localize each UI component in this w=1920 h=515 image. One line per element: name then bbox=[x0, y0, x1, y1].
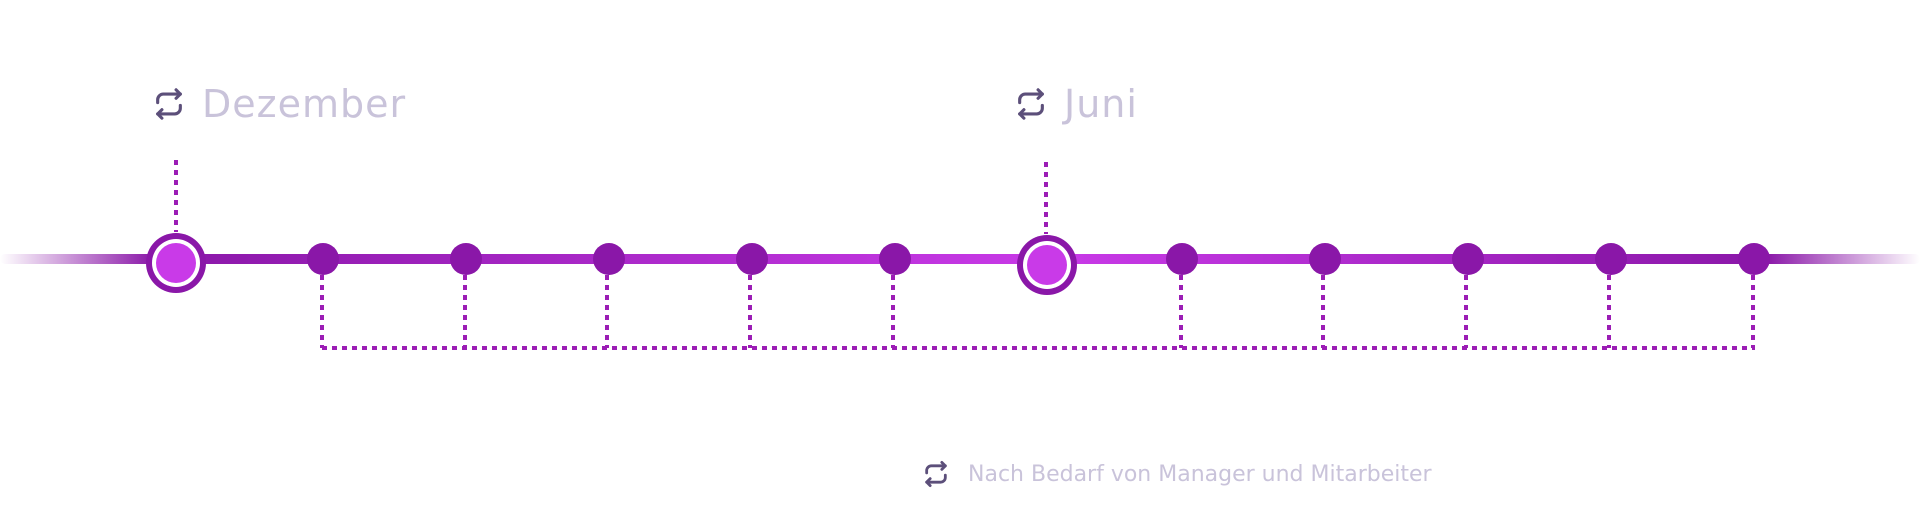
milestone-december bbox=[146, 233, 206, 293]
milestone-dot bbox=[879, 243, 911, 275]
repeat-arrows-icon bbox=[156, 88, 182, 120]
milestone-dot bbox=[450, 243, 482, 275]
milestone-dot bbox=[736, 243, 768, 275]
repeat-arrows-icon bbox=[925, 460, 947, 488]
milestone-dot bbox=[1595, 243, 1627, 275]
on-demand-note-text: Nach Bedarf von Manager und Mitarbeiter bbox=[968, 461, 1432, 487]
milestone-dot bbox=[1452, 243, 1484, 275]
on-demand-note: Nach Bedarf von Manager und Mitarbeiter bbox=[922, 460, 1432, 488]
milestone-dot bbox=[593, 243, 625, 275]
june-text: Juni bbox=[1064, 82, 1138, 126]
timeline-axis bbox=[0, 254, 1920, 264]
june-label: Juni bbox=[1014, 82, 1138, 126]
milestone-june bbox=[1017, 235, 1077, 295]
repeat-arrows-icon bbox=[1018, 88, 1044, 120]
milestone-dot bbox=[1166, 243, 1198, 275]
december-text: Dezember bbox=[202, 82, 407, 126]
milestone-dot bbox=[307, 243, 339, 275]
milestone-dot bbox=[1309, 243, 1341, 275]
connector-bracket bbox=[320, 275, 1755, 350]
december-label: Dezember bbox=[152, 82, 406, 126]
milestone-dot bbox=[1738, 243, 1770, 275]
